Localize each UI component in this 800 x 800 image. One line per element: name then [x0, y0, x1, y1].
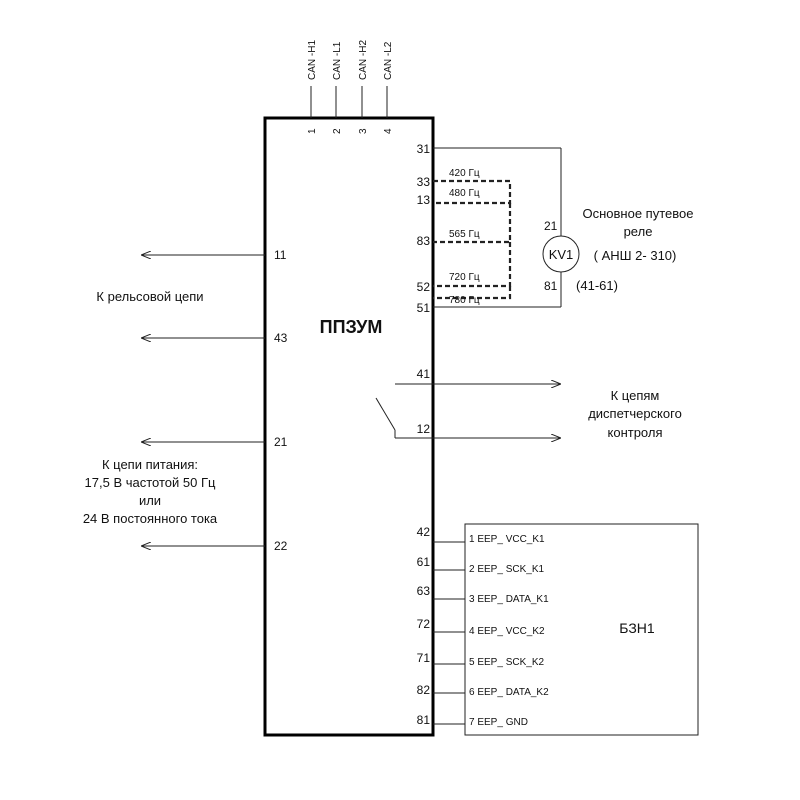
rail-circuit-label: К рельсовой цепи [96, 289, 203, 304]
relay-pin: 21 [544, 219, 558, 233]
dispatch-label: диспетчерского [588, 406, 682, 421]
power-label: 24 В постоянного тока [83, 511, 218, 526]
can-bus-connectors: CAN -H1 CAN -L1 CAN -H2 CAN -L2 1 2 3 4 [307, 40, 394, 134]
power-label: или [139, 493, 161, 508]
eep-signal: 4 EEP_ VCC_K2 [469, 626, 545, 637]
bzn-title: БЗН1 [619, 620, 655, 636]
relay-range: (41-61) [576, 278, 618, 293]
bzn-box [464, 523, 699, 736]
frequency-label: 480 Гц [449, 188, 480, 199]
eep-signal: 1 EEP_ VCC_K1 [469, 534, 545, 545]
frequency-label: 565 Гц [449, 229, 480, 240]
pin-label: 33 [417, 175, 431, 189]
pin-label: 13 [417, 193, 431, 207]
can-label: CAN -L2 [383, 41, 394, 80]
can-label: CAN -H2 [358, 40, 369, 80]
pin-label: 41 [417, 367, 431, 381]
can-pin: 1 [307, 128, 318, 134]
dispatch-label: контроля [608, 425, 663, 440]
eep-signal: 7 EEP_ GND [469, 717, 528, 728]
power-label: 17,5 В частотой 50 Гц [85, 475, 216, 490]
eep-pin: 82 [417, 683, 431, 697]
relay-name: Основное путевое [583, 206, 694, 221]
pin-label: 21 [274, 435, 288, 449]
pin-label: 51 [417, 301, 431, 315]
pin-label: 52 [417, 280, 431, 294]
can-label: CAN -H1 [307, 40, 318, 80]
eep-signal: 5 EEP_ SCK_K2 [469, 657, 544, 668]
can-pin: 2 [332, 128, 343, 134]
pin-label: 11 [274, 248, 287, 262]
left-connections: 11 43 21 22 К рельсовой цепи К цепи пита… [83, 248, 288, 553]
pin-label: 12 [417, 422, 431, 436]
relay-connections: 31 33 13 83 52 51 420 Гц 480 Гц 565 Гц 7… [417, 142, 694, 315]
relay-pin: 81 [544, 279, 558, 293]
power-label: К цепи питания: [102, 457, 198, 472]
eep-signal: 3 EEP_ DATA_K1 [469, 594, 549, 605]
frequency-label: 420 Гц [449, 168, 480, 179]
frequency-label: 780 Гц [449, 295, 480, 306]
pin-label: 22 [274, 539, 288, 553]
eep-pin: 42 [417, 525, 431, 539]
relay-kv1 [542, 235, 580, 273]
can-pin: 3 [358, 128, 369, 134]
can-label: CAN -L1 [332, 41, 343, 80]
eep-signal: 2 EEP_ SCK_K1 [469, 564, 544, 575]
pin-label: 83 [417, 234, 431, 248]
pin-label: 43 [274, 331, 288, 345]
dispatch-connections: 41 12 К цепям диспетчерского контроля [375, 367, 682, 440]
eep-signal: 6 EEP_ DATA_K2 [469, 687, 549, 698]
relay-name: реле [624, 224, 653, 239]
main-block-title: ППЗУМ [320, 317, 383, 337]
eep-pin: 71 [417, 651, 431, 665]
relay-model: ( АНШ 2- 310) [594, 248, 677, 263]
pin-label: 31 [417, 142, 431, 156]
eep-pin: 63 [417, 584, 431, 598]
dispatch-label: К цепям [611, 388, 660, 403]
relay-symbol: KV1 [549, 247, 574, 262]
eep-pin: 81 [417, 713, 431, 727]
eep-pin: 72 [417, 617, 431, 631]
main-block [263, 116, 435, 737]
can-pin: 4 [383, 128, 394, 134]
bzn-block: БЗН1 42 61 63 72 71 82 81 1 EEP_ VCC_K1 … [417, 523, 699, 736]
eep-pin: 61 [417, 555, 431, 569]
frequency-label: 720 Гц [449, 272, 480, 283]
